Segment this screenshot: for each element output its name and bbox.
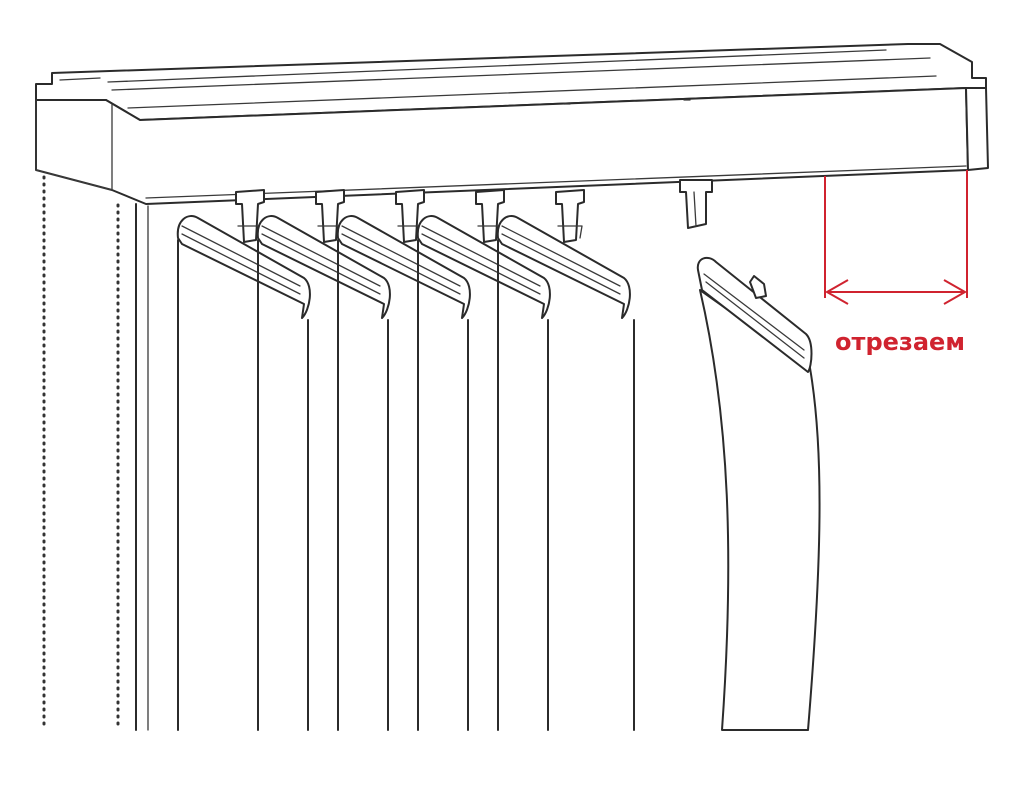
slat-head [336, 215, 471, 319]
slat-runner [395, 189, 425, 243]
arrowhead-left-icon [824, 279, 849, 305]
slat-runner [475, 189, 505, 243]
slat-head [256, 215, 391, 319]
detached-runner [679, 179, 713, 229]
slat-runner [315, 189, 345, 243]
cut-annotation: отрезаем [824, 170, 968, 356]
slat-head [496, 215, 631, 319]
loose-slat [696, 256, 821, 731]
headrail-right-end [965, 87, 989, 171]
headrail-bottom-edge [145, 165, 967, 199]
slat-runner [235, 189, 265, 243]
cut-label: отрезаем [835, 328, 965, 356]
headrail-top-detail [59, 49, 937, 109]
window-frame [42, 168, 149, 732]
loose-slat-body [699, 289, 821, 731]
slat-runner [555, 189, 585, 243]
slat-3 [336, 189, 471, 731]
slat-head-ribs [261, 225, 381, 295]
slat-1 [176, 189, 311, 731]
slat-runner-clip [557, 225, 583, 239]
slat-edges [177, 239, 309, 731]
slat-head-ribs [181, 225, 301, 295]
slat-edges [497, 239, 635, 731]
slat-4 [416, 189, 551, 731]
arrowhead-right-icon [943, 279, 968, 305]
hanging-slats [176, 189, 635, 731]
slat-head [416, 215, 551, 319]
headrail [35, 43, 989, 205]
slat-head-ribs [341, 225, 461, 295]
slat-edges [417, 239, 549, 731]
slat-2 [256, 189, 391, 731]
slat-head-ribs [421, 225, 541, 295]
slat-head-ribs [501, 225, 621, 295]
slat-head [176, 215, 311, 319]
loose-slat-head [696, 256, 813, 373]
slat-5 [496, 189, 635, 731]
slat-edges [257, 239, 389, 731]
headrail-marks [239, 99, 691, 117]
slat-edges [337, 239, 469, 731]
headrail-end-cap [35, 99, 113, 191]
